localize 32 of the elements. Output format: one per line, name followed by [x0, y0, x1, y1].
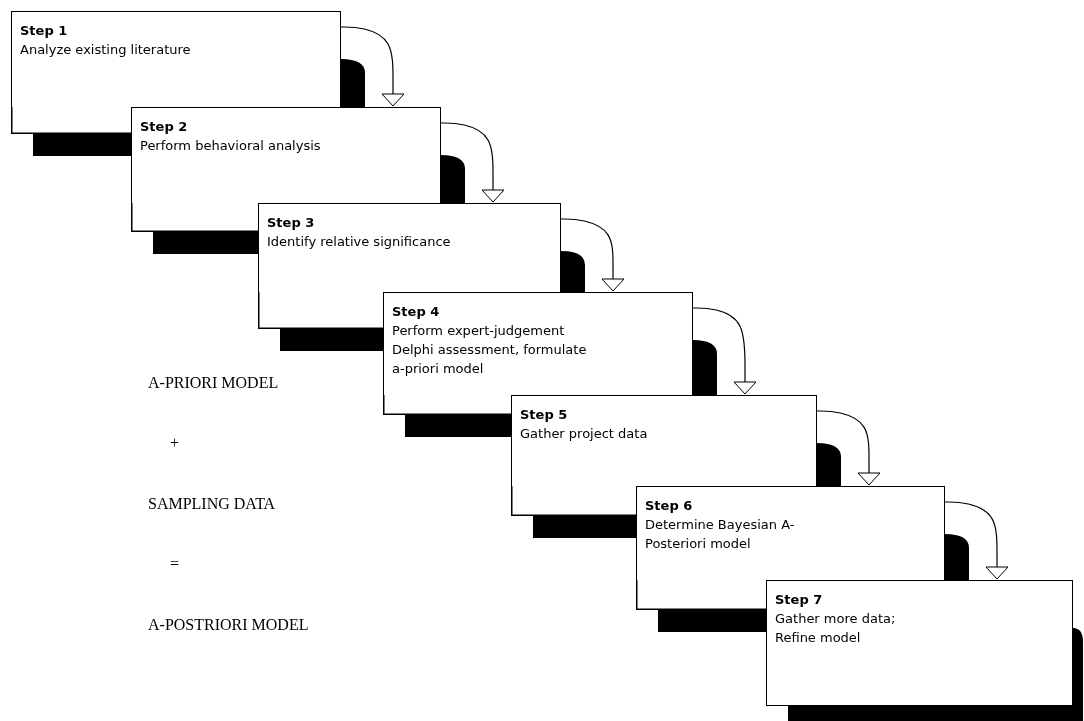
step-box [511, 395, 817, 486]
step-title: Step 3 [267, 214, 316, 232]
step-box [11, 11, 341, 107]
operator-symbol: + [170, 434, 180, 452]
step-description: Perform expert-judgement Delphi assessment, formulate a-priori model [392, 322, 588, 378]
operator-symbol: = [170, 555, 180, 573]
step-title: Step 1 [20, 22, 69, 40]
step-description: Analyze existing literature [20, 41, 192, 59]
step-box [131, 107, 441, 203]
step-title: Step 6 [645, 497, 694, 515]
formula-text: A-PRIORI MODEL [148, 374, 279, 392]
step-title: Step 4 [392, 303, 441, 321]
step-description: Perform behavioral analysis [140, 137, 322, 155]
step-box [258, 203, 561, 292]
step-title: Step 5 [520, 406, 569, 424]
step-description: Identify relative significance [267, 233, 452, 251]
curved-arrow [440, 122, 505, 203]
step-description: Gather project data [520, 425, 649, 443]
step-description: Determine Bayesian A-Posteriori model [645, 516, 796, 553]
curved-arrow [692, 307, 757, 395]
curved-arrow [340, 26, 405, 107]
formula-text: SAMPLING DATA [148, 495, 276, 513]
curved-arrow [816, 410, 881, 486]
step-box [766, 580, 1073, 706]
step-box [636, 486, 945, 580]
curved-arrow [944, 501, 1009, 580]
step-description: Gather more data; Refine model [775, 610, 897, 647]
formula-text: A-POSTRIORI MODEL [148, 616, 309, 634]
curved-arrow [560, 218, 625, 292]
step-title: Step 2 [140, 118, 189, 136]
step-title: Step 7 [775, 591, 824, 609]
step-box [383, 292, 693, 395]
